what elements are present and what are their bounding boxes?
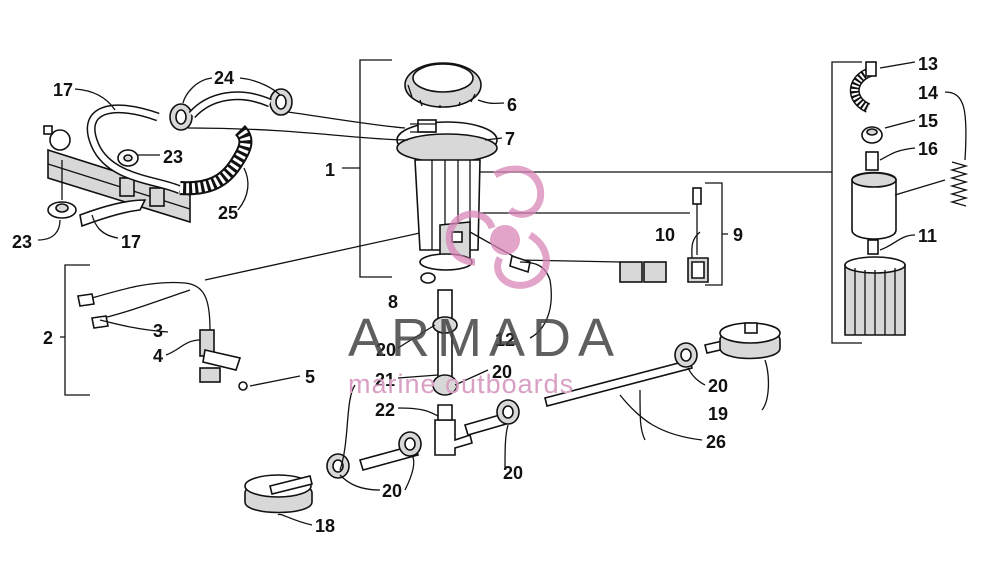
part-label-17-top: 17 (53, 80, 73, 100)
lock-ring-6 (404, 62, 482, 108)
part-label-21: 21 (375, 370, 395, 390)
grommet-15 (861, 126, 883, 144)
part-label-25: 25 (218, 203, 238, 223)
bracket-group-11 (831, 61, 862, 344)
part-label-15: 15 (918, 111, 938, 131)
o-ring-8 (420, 272, 436, 284)
part-label-1: 1 (325, 160, 335, 180)
fuel-pump-16 (851, 151, 897, 255)
watermark-brand: ARMADA (348, 308, 621, 368)
part-label-8: 8 (388, 292, 398, 312)
screw-5 (238, 381, 248, 391)
watermark-tagline: marine outboards (348, 369, 574, 399)
part-label-20-b: 20 (492, 362, 512, 382)
part-label-18: 18 (315, 516, 335, 536)
fuel-rail-assembly (43, 125, 191, 228)
part-label-3: 3 (153, 321, 163, 341)
hose-24 (188, 91, 272, 119)
armada-logo-icon (445, 165, 550, 289)
hose-17-top (86, 104, 183, 195)
part-label-11: 11 (918, 226, 937, 246)
part-label-14: 14 (918, 83, 938, 103)
clamp-24-pair (169, 88, 293, 131)
part-label-10: 10 (655, 225, 675, 245)
pickup-tube-21 (432, 289, 458, 396)
part-label-17-bottom: 17 (121, 232, 141, 252)
part-label-9: 9 (733, 225, 743, 245)
part-label-22: 22 (375, 400, 395, 420)
part-label-5: 5 (305, 367, 315, 387)
part-label-2: 2 (43, 328, 53, 348)
part-label-19: 19 (708, 404, 728, 424)
part-label-20-c: 20 (708, 376, 728, 396)
bracket-group-9 (705, 182, 728, 286)
corrugated-hose-25 (179, 125, 253, 196)
spring-14 (949, 161, 969, 207)
part-label-12: 12 (495, 330, 515, 350)
drain-fitting-19 (719, 322, 781, 360)
wire-harness-3 (77, 281, 211, 331)
connector-4 (199, 329, 242, 383)
tee-fitting-22 (434, 404, 473, 456)
part-label-6: 6 (507, 95, 517, 115)
bracket-group-2 (60, 264, 90, 396)
part-label-13: 13 (918, 54, 938, 74)
bracket-group-1 (342, 59, 392, 278)
drain-fitting-18 (244, 474, 313, 514)
part-label-26: 26 (706, 432, 726, 452)
part-label-20-a: 20 (376, 340, 396, 360)
part-label-23-top: 23 (163, 147, 183, 167)
part-label-16: 16 (918, 139, 938, 159)
clamp-20-set (326, 342, 698, 479)
wire-harness-12 (469, 231, 667, 283)
hose-13 (849, 61, 877, 113)
clamp-23 (117, 149, 139, 167)
part-label-20-d: 20 (503, 463, 523, 483)
part-label-7: 7 (505, 129, 515, 149)
part-label-4: 4 (153, 346, 163, 366)
part-label-20-e: 20 (382, 481, 402, 501)
filter-strainer-11 (844, 256, 906, 336)
part-label-23-bottom: 23 (12, 232, 32, 252)
fuel-gauge-sender-9 (687, 187, 709, 283)
leader-lines (37, 61, 967, 526)
pump-module-7 (396, 119, 498, 271)
part-label-24: 24 (214, 68, 234, 88)
